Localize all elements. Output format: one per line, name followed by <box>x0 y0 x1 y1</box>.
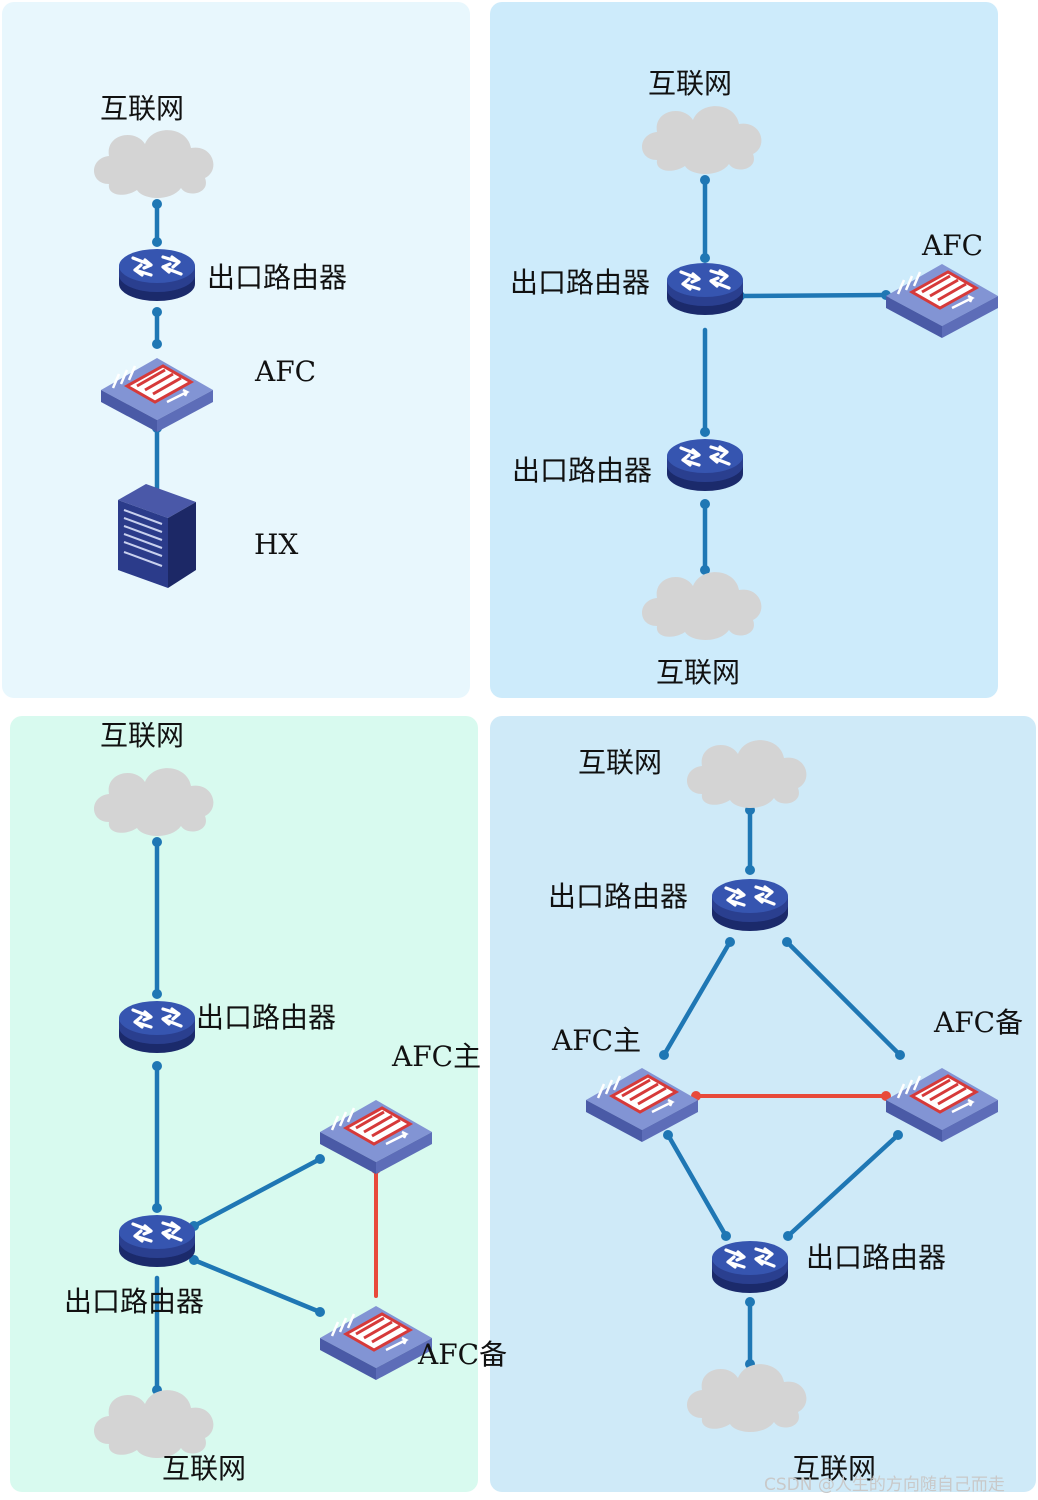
label-afc: AFC <box>254 355 316 388</box>
label-internet: 互联网 <box>100 92 184 125</box>
label-afc-primary: AFC主 <box>391 1040 481 1073</box>
label-router: 出口路由器 <box>512 454 652 487</box>
panel-single-line <box>2 2 470 698</box>
label-router: 出口路由器 <box>806 1241 946 1274</box>
router-icon <box>117 247 197 303</box>
panel-dual-afc-side <box>10 716 478 1492</box>
router-icon <box>710 877 790 933</box>
router-icon <box>665 261 745 317</box>
router-icon <box>665 437 745 493</box>
router-icon <box>117 999 197 1055</box>
panel-4-links <box>659 805 905 1369</box>
label-internet: 互联网 <box>792 1452 876 1485</box>
router-icon <box>117 1213 197 1269</box>
label-internet: 互联网 <box>578 746 662 779</box>
server-hx-icon <box>117 483 197 589</box>
label-afc-primary: AFC主 <box>551 1024 641 1057</box>
panel-dual-afc-ring <box>490 716 1036 1492</box>
label-internet: 互联网 <box>656 656 740 689</box>
router-icon <box>710 1239 790 1295</box>
label-afc-backup: AFC备 <box>933 1006 1023 1039</box>
label-afc: AFC <box>921 229 983 262</box>
panel-3-links <box>152 837 381 1395</box>
label-router: 出口路由器 <box>548 880 688 913</box>
watermark: CSDN @人生的方向随自己而走 <box>764 1475 1005 1495</box>
label-internet: 互联网 <box>162 1452 246 1485</box>
label-hx: HX <box>254 528 298 561</box>
label-router: 出口路由器 <box>196 1001 336 1034</box>
label-router: 出口路由器 <box>64 1285 204 1318</box>
label-router: 出口路由器 <box>510 266 650 299</box>
label-internet: 互联网 <box>100 719 184 752</box>
label-internet: 互联网 <box>648 67 732 100</box>
panel-bypass <box>490 2 998 698</box>
label-router: 出口路由器 <box>207 261 347 294</box>
label-afc-backup: AFC备 <box>417 1338 507 1371</box>
